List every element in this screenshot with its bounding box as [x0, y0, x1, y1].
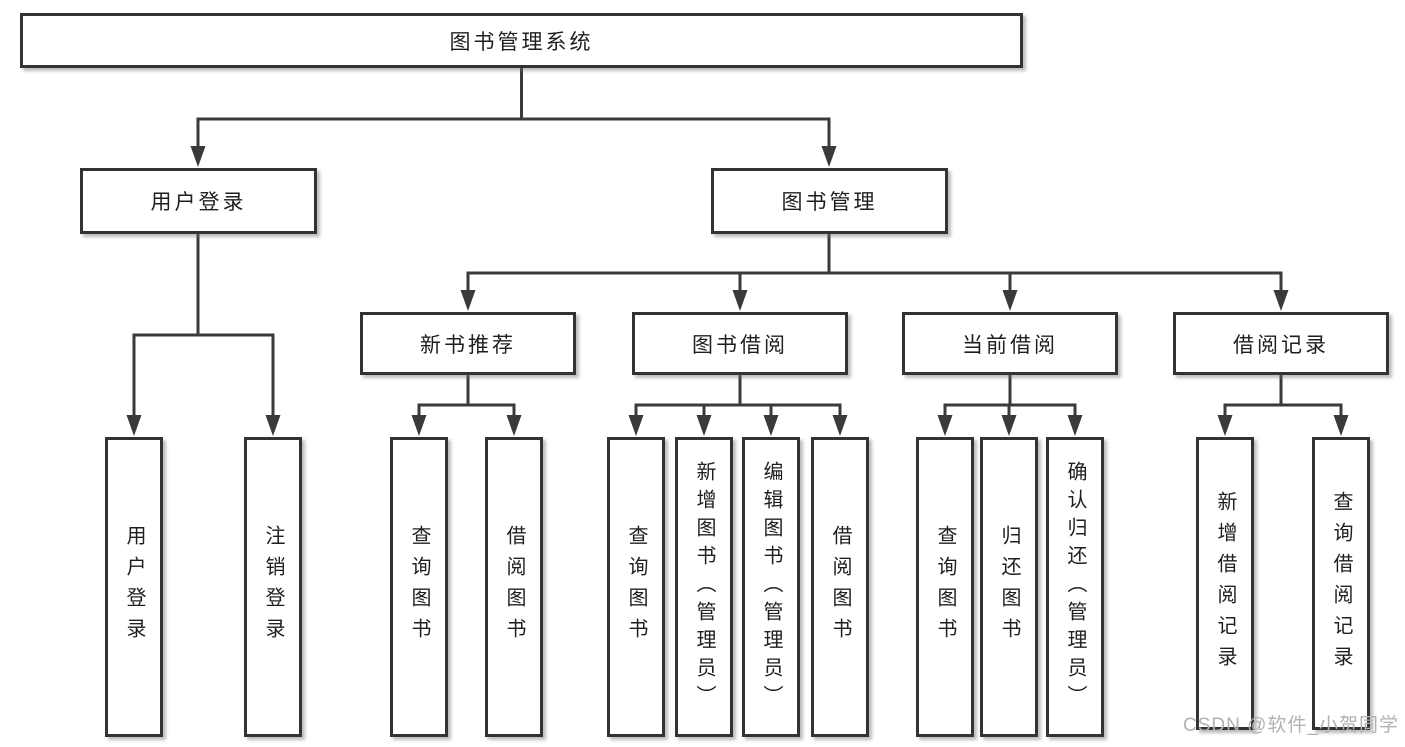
node-label: 图书管理 — [781, 191, 878, 214]
leaf-query-books-borrow: 查询图书 — [607, 437, 665, 737]
node-label: 新书推荐 — [420, 333, 516, 357]
leaf-borrow-books-recommend: 借阅图书 — [485, 437, 543, 737]
leaf-query-books-recommend: 查询图书 — [390, 437, 448, 737]
leaf-label: 借阅图书 — [503, 525, 525, 649]
leaf-label: 新增图书（管理员） — [693, 461, 715, 713]
node-new-book-recommendation: 新书推荐 — [360, 312, 576, 375]
leaf-edit-books-admin: 编辑图书（管理员） — [742, 437, 800, 737]
leaf-label: 查询借阅记录 — [1330, 490, 1352, 677]
leaf-user-login: 用户登录 — [105, 437, 163, 737]
leaf-query-borrow-record: 查询借阅记录 — [1312, 437, 1370, 730]
leaf-label: 新增借阅记录 — [1214, 490, 1236, 677]
csdn-watermark: CSDN @软件_小贺同学 — [1183, 715, 1399, 736]
leaf-label: 查询图书 — [625, 525, 647, 649]
node-label: 用户登录 — [150, 191, 247, 214]
node-label: 图书管理系统 — [449, 30, 594, 54]
node-book-borrowing: 图书借阅 — [632, 312, 848, 375]
leaf-label: 编辑图书（管理员） — [760, 461, 782, 713]
node-label: 图书借阅 — [692, 333, 788, 357]
node-label: 借阅记录 — [1233, 333, 1329, 357]
leaf-logout: 注销登录 — [244, 437, 302, 737]
leaf-add-borrow-record: 新增借阅记录 — [1196, 437, 1254, 730]
leaf-label: 用户登录 — [123, 525, 145, 649]
leaf-label: 确认归还（管理员） — [1064, 461, 1086, 713]
leaf-confirm-return-admin: 确认归还（管理员） — [1046, 437, 1104, 737]
node-borrowing-records: 借阅记录 — [1173, 312, 1389, 375]
leaf-label: 查询图书 — [934, 525, 956, 649]
leaf-label: 归还图书 — [998, 525, 1020, 649]
node-label: 当前借阅 — [962, 333, 1058, 357]
leaf-label: 查询图书 — [408, 525, 430, 649]
leaf-label: 借阅图书 — [829, 525, 851, 649]
node-current-borrowing: 当前借阅 — [902, 312, 1118, 375]
leaf-borrow-books: 借阅图书 — [811, 437, 869, 737]
node-user-login: 用户登录 — [80, 168, 317, 234]
node-library-management-system: 图书管理系统 — [20, 13, 1023, 68]
node-book-management: 图书管理 — [711, 168, 948, 234]
leaf-return-books: 归还图书 — [980, 437, 1038, 737]
leaf-query-books-current: 查询图书 — [916, 437, 974, 737]
leaf-label: 注销登录 — [262, 525, 284, 649]
leaf-add-books-admin: 新增图书（管理员） — [675, 437, 733, 737]
